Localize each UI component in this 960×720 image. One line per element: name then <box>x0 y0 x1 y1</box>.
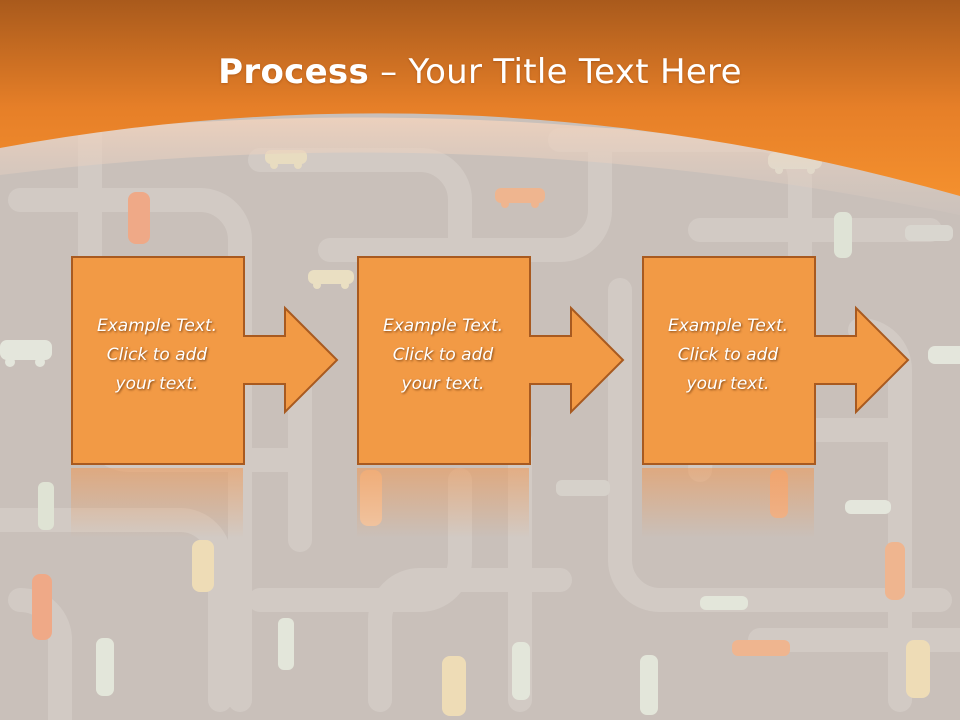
car-icon <box>732 640 790 656</box>
car-icon <box>512 642 530 700</box>
car-icon <box>495 188 545 208</box>
box-arrow-shape <box>71 256 339 465</box>
step-text-line-2: Click to add <box>392 345 494 365</box>
box-arrow-shape <box>642 256 910 465</box>
car-icon <box>556 480 610 496</box>
title-bold: Process <box>218 52 370 92</box>
car-icon <box>442 656 466 716</box>
step-text-line-1: Example Text. <box>96 316 218 336</box>
car-icon <box>845 500 891 514</box>
car-icon <box>905 225 953 241</box>
step-text-line-3: your text. <box>115 374 199 394</box>
process-step-3[interactable]: Example Text. Click to add your text. <box>642 256 910 466</box>
step-text[interactable]: Example Text. Click to add your text. <box>642 312 814 399</box>
step-reflection <box>357 468 529 538</box>
step-reflection <box>642 468 814 538</box>
slide-title[interactable]: Process – Your Title Text Here <box>0 52 960 92</box>
process-step-1[interactable]: Example Text. Click to add your text. <box>71 256 339 466</box>
car-icon <box>0 340 52 367</box>
car-icon <box>834 212 852 258</box>
step-text-line-2: Click to add <box>106 345 208 365</box>
step-text-line-1: Example Text. <box>667 316 789 336</box>
header-background <box>0 0 960 196</box>
car-icon <box>928 346 960 364</box>
title-rest: – Your Title Text Here <box>369 52 742 92</box>
step-text-line-1: Example Text. <box>382 316 504 336</box>
step-text-line-2: Click to add <box>677 345 779 365</box>
car-icon <box>640 655 658 715</box>
car-icon <box>885 542 905 600</box>
car-icon <box>906 640 930 698</box>
step-reflection <box>71 468 243 538</box>
car-icon <box>32 574 52 640</box>
step-text[interactable]: Example Text. Click to add your text. <box>71 312 243 399</box>
car-icon <box>38 482 54 530</box>
step-text[interactable]: Example Text. Click to add your text. <box>357 312 529 399</box>
box-arrow-shape <box>357 256 625 465</box>
car-icon <box>192 540 214 592</box>
car-icon <box>278 618 294 670</box>
car-icon <box>128 192 150 244</box>
car-icon <box>308 270 354 289</box>
car-icon <box>96 638 114 696</box>
step-text-line-3: your text. <box>401 374 485 394</box>
process-step-2[interactable]: Example Text. Click to add your text. <box>357 256 625 466</box>
car-icon <box>700 596 748 610</box>
step-text-line-3: your text. <box>686 374 770 394</box>
